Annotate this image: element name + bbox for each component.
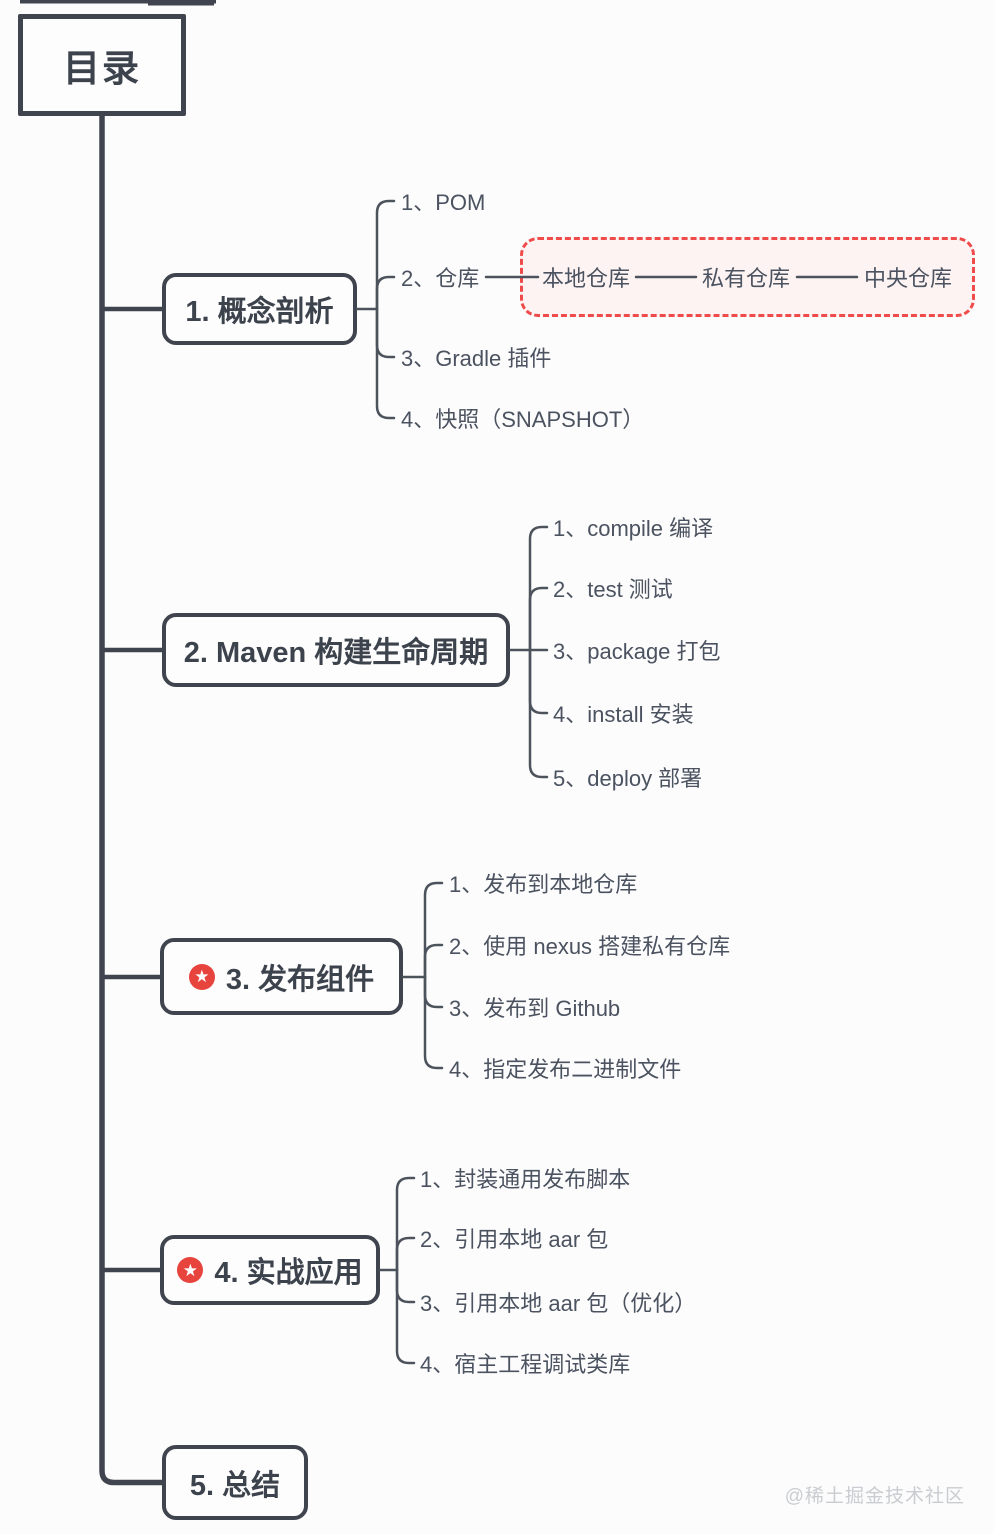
topic-branch2-child3[interactable]: 3、package 打包 xyxy=(553,639,721,664)
node-branch-1[interactable]: 1. 概念剖析 xyxy=(162,273,357,345)
branch3-child-connectors xyxy=(401,881,444,1070)
topic-branch3-child3[interactable]: 3、发布到 Github xyxy=(449,996,621,1021)
topic-branch4-child1[interactable]: 1、封装通用发布脚本 xyxy=(420,1167,631,1192)
node-branch-2-label: 2. Maven 构建生命周期 xyxy=(183,637,489,669)
topic-branch4-child2[interactable]: 2、引用本地 aar 包 xyxy=(420,1227,609,1252)
trunk-line xyxy=(99,116,162,1486)
node-branch-4-label: 4. 实战应用 xyxy=(214,1257,363,1289)
watermark: @稀土掘金技术社区 xyxy=(784,1486,965,1507)
topic-branch2-child1[interactable]: 1、compile 编译 xyxy=(553,516,714,541)
star-badge-icon: ★ xyxy=(188,963,215,990)
top-edge-artifact xyxy=(20,0,216,6)
topic-branch1-child4[interactable]: 4、快照（SNAPSHOT） xyxy=(401,407,645,432)
node-root[interactable]: 目录 xyxy=(18,14,186,116)
node-branch-2[interactable]: 2. Maven 构建生命周期 xyxy=(162,613,510,687)
repo-chain-item-local[interactable]: 本地仓库 xyxy=(542,266,631,291)
node-branch-4[interactable]: ★ 4. 实战应用 xyxy=(160,1235,380,1305)
branch2-child-connectors xyxy=(508,525,549,779)
topic-branch2-child5[interactable]: 5、deploy 部署 xyxy=(553,766,703,791)
topic-branch3-child4[interactable]: 4、指定发布二进制文件 xyxy=(449,1057,682,1082)
star-glyph: ★ xyxy=(182,1260,198,1280)
repo-chain-box[interactable] xyxy=(520,237,975,317)
star-glyph: ★ xyxy=(194,967,210,986)
topic-branch3-child1[interactable]: 1、发布到本地仓库 xyxy=(449,872,638,897)
topic-branch3-child2[interactable]: 2、使用 nexus 搭建私有仓库 xyxy=(449,934,731,959)
node-branch-5[interactable]: 5. 总结 xyxy=(162,1445,308,1520)
branch1-child-connectors xyxy=(355,199,396,420)
branch-stubs xyxy=(104,306,162,1273)
topic-branch1-child1[interactable]: 1、POM xyxy=(401,190,486,215)
repo-chain-item-central[interactable]: 中央仓库 xyxy=(864,266,953,291)
topic-branch4-child4[interactable]: 4、宿主工程调试类库 xyxy=(420,1352,631,1377)
branch4-child-connectors xyxy=(378,1176,416,1365)
topic-branch2-child2[interactable]: 2、test 测试 xyxy=(553,577,673,602)
node-branch-3-label: 3. 发布组件 xyxy=(225,963,375,996)
star-badge-icon: ★ xyxy=(177,1257,204,1283)
repo-chain-item-private[interactable]: 私有仓库 xyxy=(702,266,791,291)
topic-branch2-child4[interactable]: 4、install 安装 xyxy=(553,702,694,727)
topic-branch1-child2[interactable]: 2、仓库 xyxy=(401,266,480,291)
node-branch-5-label: 5. 总结 xyxy=(189,1469,281,1502)
node-root-label: 目录 xyxy=(63,48,141,89)
topic-branch1-child3[interactable]: 3、Gradle 插件 xyxy=(401,346,552,371)
node-branch-1-label: 1. 概念剖析 xyxy=(185,296,334,328)
node-branch-3[interactable]: ★ 3. 发布组件 xyxy=(160,938,403,1015)
topic-branch4-child3[interactable]: 3、引用本地 aar 包（优化） xyxy=(420,1291,697,1316)
